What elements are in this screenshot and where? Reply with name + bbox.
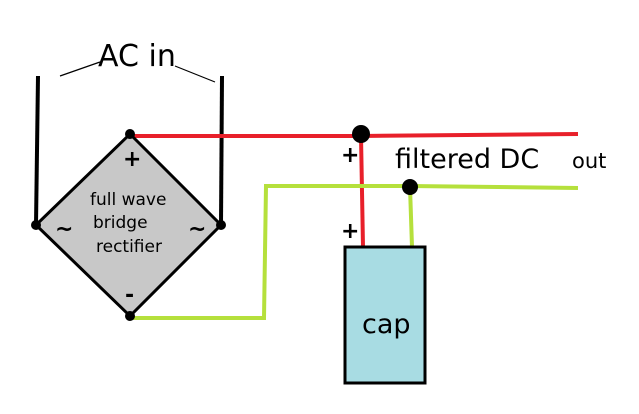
bridge-label-line3: rectifier <box>96 237 162 257</box>
negative-junction <box>402 179 418 195</box>
bridge-tilde-left: ~ <box>55 217 73 242</box>
capacitor <box>343 245 427 385</box>
ac-label-leader-left <box>59 61 101 77</box>
filtered-dc-label: filtered DC <box>395 144 539 175</box>
negative-wire <box>130 184 579 320</box>
ac-wire-left <box>34 75 40 226</box>
bridge-plus-sign: + <box>123 147 141 172</box>
negative-wire-to-cap <box>408 186 414 248</box>
capacitor-label: cap <box>362 309 411 340</box>
bridge-label-line1: full wave <box>90 190 166 210</box>
out-label: out <box>572 149 606 173</box>
ac-in-label: AC in <box>98 39 176 74</box>
bridge-node-right <box>216 220 226 230</box>
positive-junction <box>352 125 370 143</box>
ac-wire-right <box>219 75 224 226</box>
bridge-node-top <box>125 129 135 139</box>
bridge-minus-sign: - <box>125 283 134 308</box>
ac-label-leader-right <box>174 65 216 83</box>
cap-plus-sign: + <box>341 219 359 244</box>
bridge-label-line2: bridge <box>93 213 148 233</box>
rail-plus-sign: + <box>341 143 359 168</box>
bridge-node-left <box>31 220 41 230</box>
positive-wire-to-cap <box>359 135 365 248</box>
bridge-node-bottom <box>125 311 135 321</box>
bridge-tilde-right: ~ <box>188 217 206 242</box>
